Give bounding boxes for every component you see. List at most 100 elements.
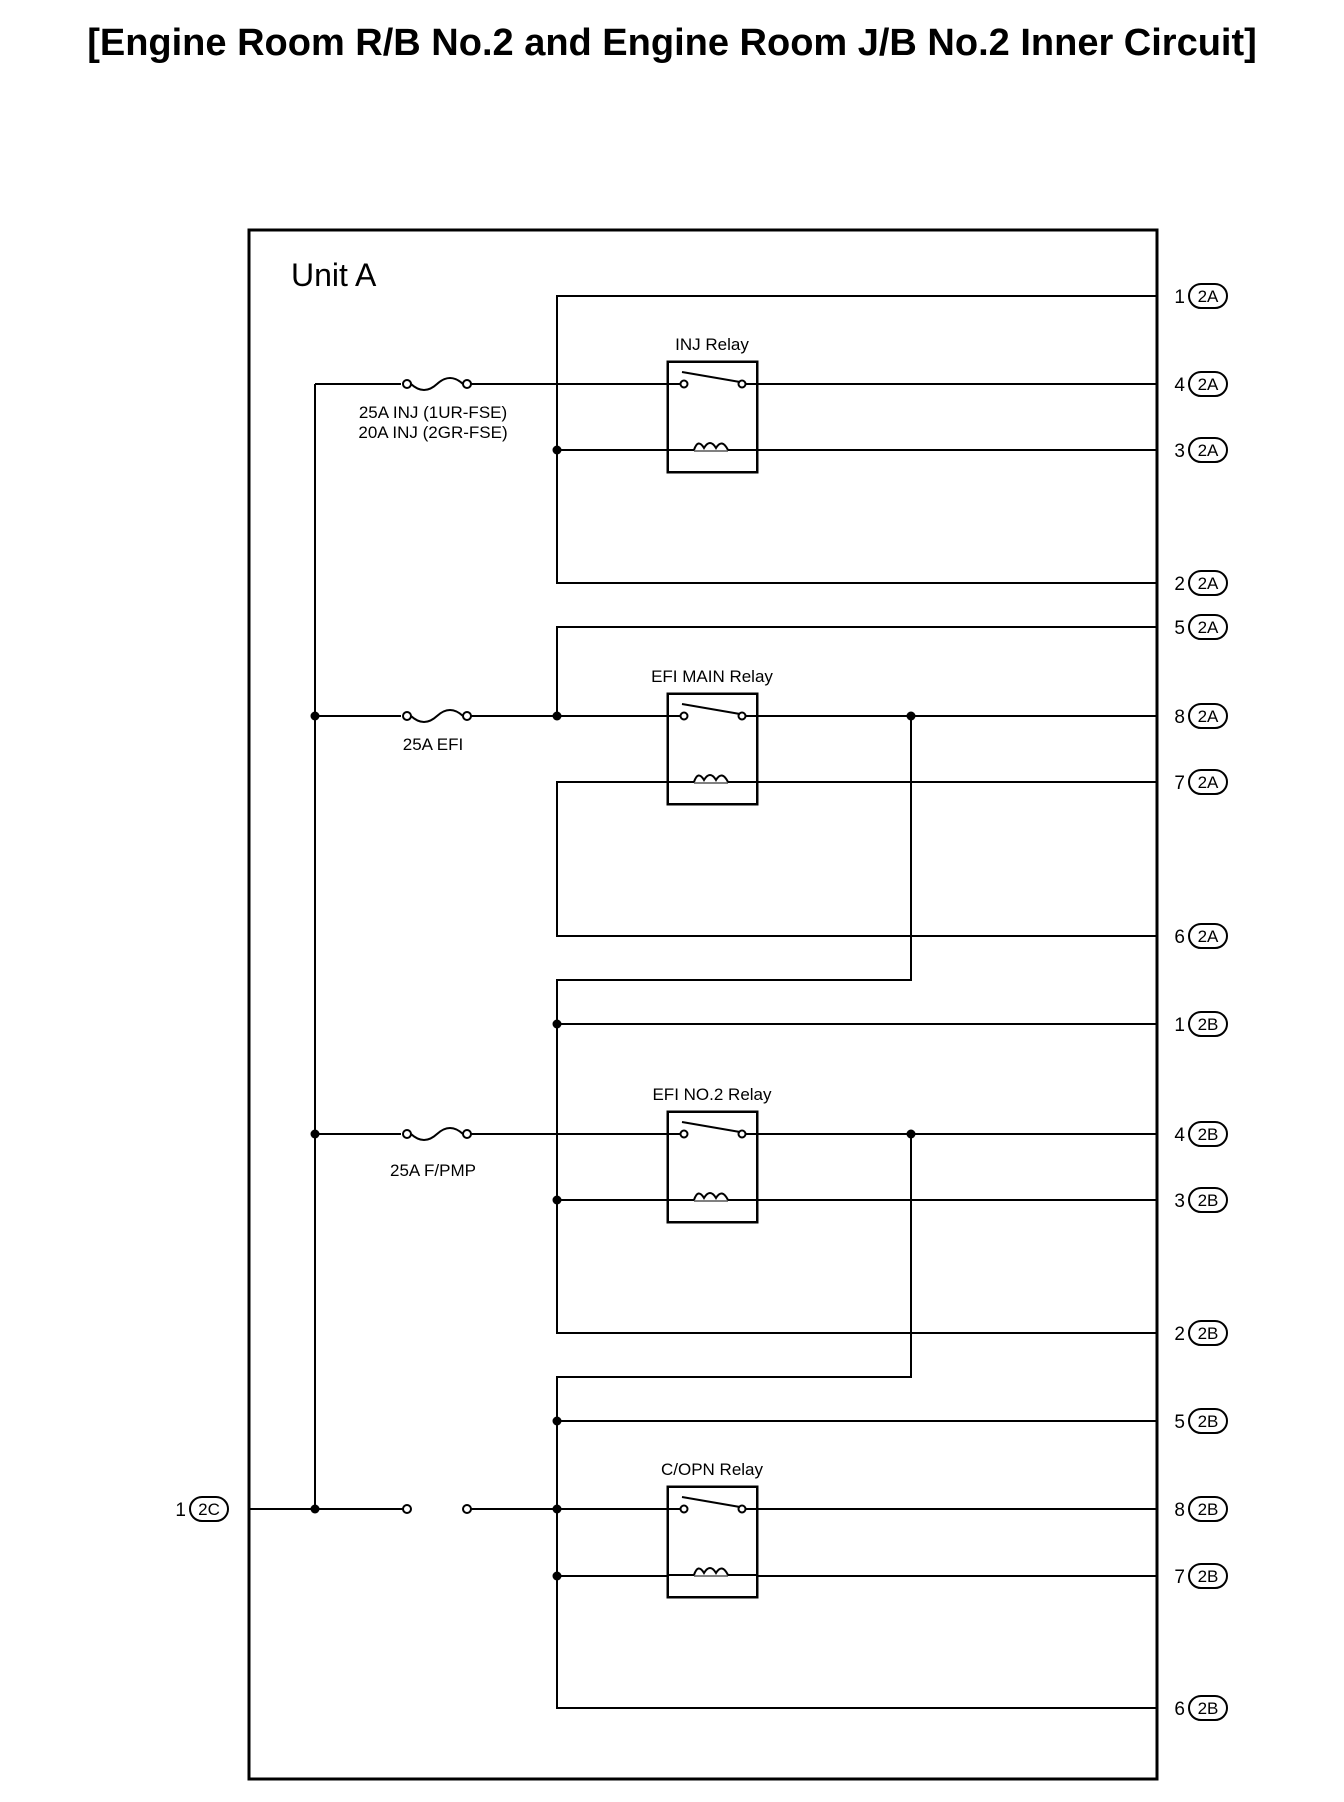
connector-oval — [1188, 1320, 1228, 1346]
efi-coil-loop — [556, 781, 1157, 937]
relay-bg — [669, 1488, 756, 1596]
terminal-pin: 1 — [1174, 1015, 1185, 1036]
connector-id: 2B — [1198, 1500, 1219, 1519]
fuse-label: 20A INJ (2GR-FSE) — [358, 423, 507, 442]
terminal-pin: 2 — [1174, 1324, 1185, 1345]
relay-switch-arm — [681, 703, 741, 715]
terminal-pin: 1 — [175, 1500, 186, 1521]
connector-id: 2B — [1198, 1191, 1219, 1210]
connector-id: 2A — [1198, 441, 1219, 460]
open-contact — [402, 1504, 412, 1514]
junction-dot — [906, 711, 916, 721]
relay-box — [666, 692, 759, 806]
relay-contact — [737, 711, 747, 721]
junction-dot — [552, 1019, 562, 1029]
fuse-terminal — [462, 1129, 472, 1139]
connector-oval — [1188, 1563, 1228, 1589]
fuse-element — [410, 1127, 464, 1141]
relay-coil — [693, 1567, 729, 1576]
connector-id: 2B — [1198, 1567, 1219, 1586]
connector-oval — [1188, 769, 1228, 795]
fuse: 25A EFI — [402, 709, 472, 754]
relay-box — [666, 1110, 759, 1224]
connector-oval — [1188, 1187, 1228, 1213]
terminal-pin: 8 — [1174, 707, 1185, 728]
relay-contact — [679, 1129, 689, 1139]
relay-contact — [737, 1129, 747, 1139]
connector-id: 2A — [1198, 927, 1219, 946]
terminal-pin: 6 — [1174, 927, 1185, 948]
connector-oval — [1188, 614, 1228, 640]
relay-contact — [737, 1504, 747, 1514]
relay-contact — [679, 379, 689, 389]
terminal-right: 4 2B — [1174, 1121, 1228, 1147]
junction-dots — [310, 445, 916, 1581]
junction-dot — [552, 1571, 562, 1581]
fuse-label: 25A EFI — [403, 735, 463, 754]
terminal-right: 7 2B — [1174, 1563, 1228, 1589]
connector-oval — [1188, 437, 1228, 463]
relay-switch-arm — [681, 1496, 741, 1508]
unit-box — [247, 228, 1159, 1781]
connector-id: 2A — [1198, 574, 1219, 593]
connector-id: 2B — [1198, 1699, 1219, 1718]
connector-id: 2B — [1198, 1324, 1219, 1343]
relay: EFI NO.2 Relay — [652, 1085, 772, 1224]
unit-label: Unit A — [291, 257, 377, 293]
connector-oval — [1188, 1496, 1228, 1522]
relay-coil — [693, 442, 729, 451]
fuse-terminal — [402, 379, 412, 389]
connector-id: 2A — [1198, 618, 1219, 637]
connector-oval — [1188, 1408, 1228, 1434]
relay-contact — [737, 379, 747, 389]
relay-contact — [679, 711, 689, 721]
copn-branch — [556, 1134, 1157, 1709]
connector-id: 2A — [1198, 773, 1219, 792]
terminal-pin: 4 — [1174, 1125, 1185, 1146]
connector-id: 2A — [1198, 375, 1219, 394]
fuses: 25A INJ (1UR-FSE)20A INJ (2GR-FSE) 25A EF… — [358, 377, 508, 1514]
fuse-label: 25A F/PMP — [390, 1161, 476, 1180]
terminal-pin: 7 — [1174, 773, 1185, 794]
relay-coil — [693, 774, 729, 783]
terminal-pin: 3 — [1174, 441, 1185, 462]
relay-bg — [669, 363, 756, 471]
efi-branch — [556, 716, 1157, 1334]
relay: INJ Relay — [666, 335, 759, 474]
fuse-label: 25A INJ (1UR-FSE) — [359, 403, 507, 422]
connector-id: 2A — [1198, 707, 1219, 726]
open-contact — [462, 1504, 472, 1514]
relay: C/OPN Relay — [661, 1460, 764, 1599]
connector-oval — [1188, 923, 1228, 949]
terminal-pin: 2 — [1174, 574, 1185, 595]
fuse: 25A F/PMP — [390, 1127, 476, 1180]
fuse-element — [410, 377, 464, 391]
junction-dot — [552, 445, 562, 455]
connector-oval — [1188, 371, 1228, 397]
junction-dot — [552, 1504, 562, 1514]
relay-label: INJ Relay — [675, 335, 749, 354]
relay-coil — [693, 1192, 729, 1201]
terminal-right: 8 2A — [1174, 703, 1228, 729]
junction-dot — [906, 1129, 916, 1139]
relay: EFI MAIN Relay — [651, 667, 773, 806]
junction-dot — [310, 1129, 320, 1139]
terminal-pin: 7 — [1174, 1567, 1185, 1588]
connector-id: 2B — [1198, 1125, 1219, 1144]
relay-switch-arm — [681, 1121, 741, 1133]
fuse-terminal — [402, 1129, 412, 1139]
fuse-element — [410, 709, 464, 723]
terminal-pin: 5 — [1174, 1412, 1185, 1433]
relay-bg — [669, 695, 756, 803]
page-title: [Engine Room R/B No.2 and Engine Room J/… — [87, 22, 1257, 64]
fuse-terminal — [402, 711, 412, 721]
